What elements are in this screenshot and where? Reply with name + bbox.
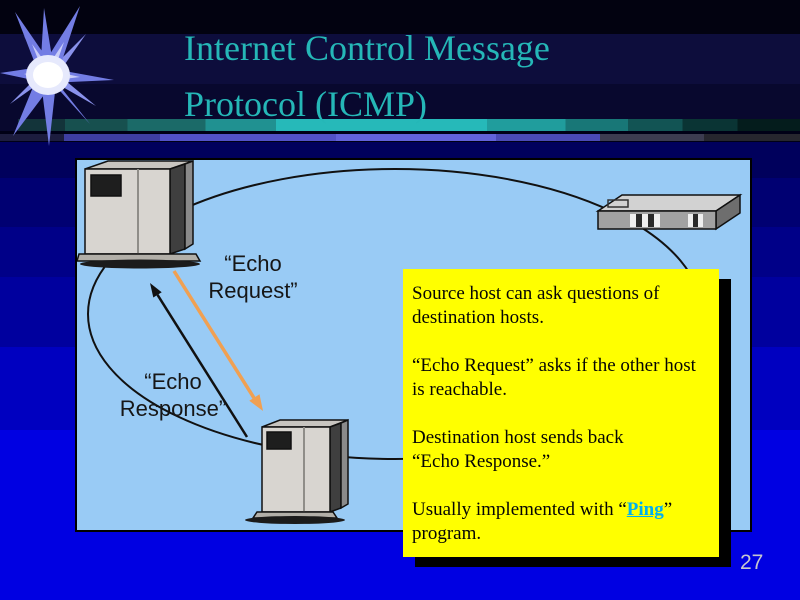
note-p4-line-1: Usually implemented with “Ping” xyxy=(412,498,711,522)
title-line-1: Internet Control Message xyxy=(184,28,550,68)
starburst-icon xyxy=(0,6,114,146)
ping-link[interactable]: Ping xyxy=(626,499,664,520)
note-p1-line-2: destination hosts. xyxy=(412,307,544,328)
destination-host-icon xyxy=(245,418,349,524)
echo-response-arrow xyxy=(150,283,249,438)
router-icon xyxy=(595,193,743,231)
echo-request-line-2: Request” xyxy=(208,278,298,303)
echo-request-label: “Echo Request” xyxy=(195,250,311,304)
divider-bar-blue xyxy=(0,134,800,141)
note-p2-line-2: is reachable. xyxy=(412,379,507,400)
source-host-icon xyxy=(77,160,202,269)
echo-request-arrow xyxy=(172,270,263,411)
echo-response-line-2: Response” xyxy=(119,396,227,421)
note-p4-before: Usually implemented with “ xyxy=(412,499,627,520)
note-box: Source host can ask questions of destina… xyxy=(403,269,719,557)
echo-response-line-1: “Echo xyxy=(144,369,202,394)
network-diagram-canvas xyxy=(77,160,743,524)
title-line-2: Protocol (ICMP) xyxy=(184,84,427,124)
note-p3-line-1: Destination host sends back xyxy=(412,427,624,448)
divider-bar-teal xyxy=(18,119,800,131)
note-p4-after: ” xyxy=(663,499,673,520)
echo-response-label: “Echo Response” xyxy=(105,368,241,422)
page-number: 27 xyxy=(740,551,764,574)
note-paragraph-1: Source host can ask questions of destina… xyxy=(412,282,711,330)
note-p4-line-2: program. xyxy=(412,523,482,544)
note-paragraph-3: Destination host sends back “Echo Respon… xyxy=(412,426,711,474)
note-p2-line-1: “Echo Request” asks if the other host xyxy=(412,355,696,376)
note-paragraph-4: Usually implemented with “Ping” program. xyxy=(412,498,711,546)
note-p3-line-2: “Echo Response.” xyxy=(412,451,551,472)
note-p1-line-1: Source host can ask questions of xyxy=(412,283,660,304)
echo-request-line-1: “Echo xyxy=(224,251,282,276)
note-paragraph-2: “Echo Request” asks if the other host is… xyxy=(412,354,711,402)
